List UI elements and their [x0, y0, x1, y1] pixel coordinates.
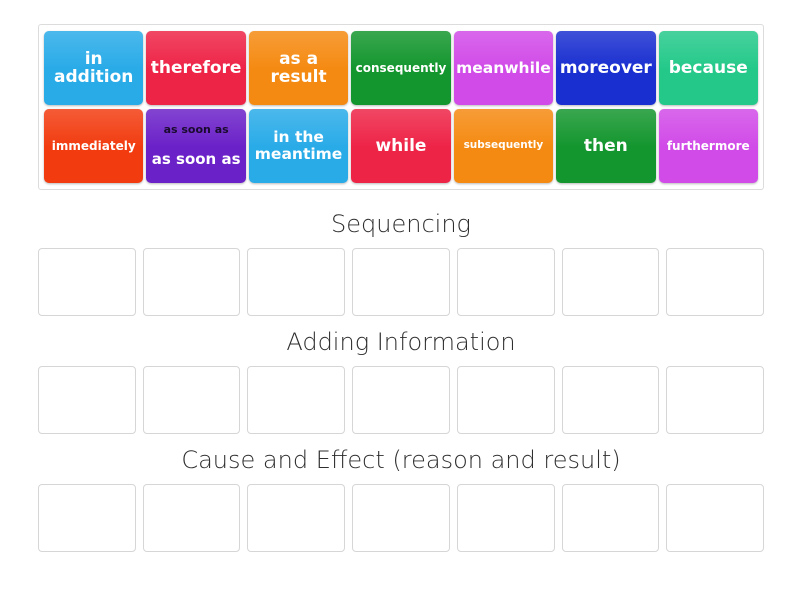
word-tile[interactable]: meanwhile: [453, 31, 554, 105]
word-tile[interactable]: as a result: [248, 31, 349, 105]
drop-slot[interactable]: [456, 366, 555, 434]
tile-row-1: in addition therefore as a result consequen…: [44, 31, 758, 105]
word-tile-label: immediately: [51, 138, 136, 153]
category-slot-row: [38, 484, 765, 552]
word-tile[interactable]: moreover: [556, 31, 656, 105]
drop-slot[interactable]: [142, 366, 241, 434]
drop-slot[interactable]: [561, 484, 660, 552]
word-tile[interactable]: in addition: [44, 31, 144, 105]
word-tile[interactable]: consequently: [351, 31, 451, 105]
drop-slot[interactable]: [142, 484, 241, 552]
tile-row-2: immediately as soon as as soon as in the me…: [44, 109, 758, 183]
category-section: Adding Information: [38, 316, 765, 434]
drop-slot[interactable]: [247, 484, 346, 552]
drop-slot[interactable]: [247, 248, 346, 316]
drop-slot[interactable]: [38, 248, 136, 316]
drop-slot[interactable]: [247, 366, 346, 434]
word-tile-label: then: [583, 135, 628, 156]
tile-tray: in addition therefore as a result consequen…: [38, 24, 764, 190]
word-tile[interactable]: subsequently: [453, 109, 554, 183]
word-tile-label: moreover: [559, 57, 652, 78]
category-title: Cause and Effect (reason and result): [181, 446, 621, 474]
drop-slot[interactable]: [38, 484, 136, 552]
word-tile-label: in addition: [54, 48, 134, 87]
word-tile[interactable]: therefore: [146, 31, 246, 105]
word-tile-label: as a result: [270, 48, 327, 87]
drop-slot[interactable]: [456, 248, 555, 316]
category-section: Cause and Effect (reason and result): [38, 434, 765, 552]
word-tile[interactable]: while: [351, 109, 451, 183]
word-tile[interactable]: furthermore: [658, 109, 758, 183]
drop-slot[interactable]: [352, 366, 450, 434]
category-slot-row: [38, 248, 765, 316]
drop-slot[interactable]: [142, 248, 241, 316]
word-tile[interactable]: in the meantime: [248, 109, 349, 183]
drop-slot[interactable]: [561, 248, 660, 316]
drop-slot[interactable]: [352, 248, 450, 316]
drop-slot[interactable]: [352, 484, 450, 552]
word-tile-label: furthermore: [666, 138, 750, 153]
category-title: Adding Information: [286, 328, 516, 356]
word-tile-label: meanwhile: [456, 58, 551, 77]
word-tile[interactable]: then: [556, 109, 656, 183]
category-section: Sequencing: [38, 198, 765, 316]
drop-slot[interactable]: [456, 484, 555, 552]
word-tile[interactable]: because: [658, 31, 758, 105]
word-tile-label: in the meantime: [254, 128, 343, 163]
category-title: Sequencing: [331, 210, 471, 238]
drop-slot[interactable]: [666, 366, 765, 434]
word-tile[interactable]: as soon as as soon as: [146, 109, 246, 183]
drop-slot[interactable]: [666, 484, 765, 552]
category-slot-row: [38, 366, 765, 434]
word-tile-label: as soon as: [151, 150, 241, 169]
word-tile-label: subsequently: [463, 139, 544, 152]
word-tile-label: while: [375, 135, 427, 156]
drop-slot[interactable]: [666, 248, 765, 316]
word-tile-label: because: [668, 57, 748, 78]
word-tile-label: consequently: [355, 60, 447, 75]
word-tile-label: therefore: [150, 57, 242, 78]
drop-slot[interactable]: [38, 366, 136, 434]
word-tile-label-secondary: as soon as: [163, 123, 229, 137]
word-tile[interactable]: immediately: [44, 109, 144, 183]
drop-slot[interactable]: [561, 366, 660, 434]
